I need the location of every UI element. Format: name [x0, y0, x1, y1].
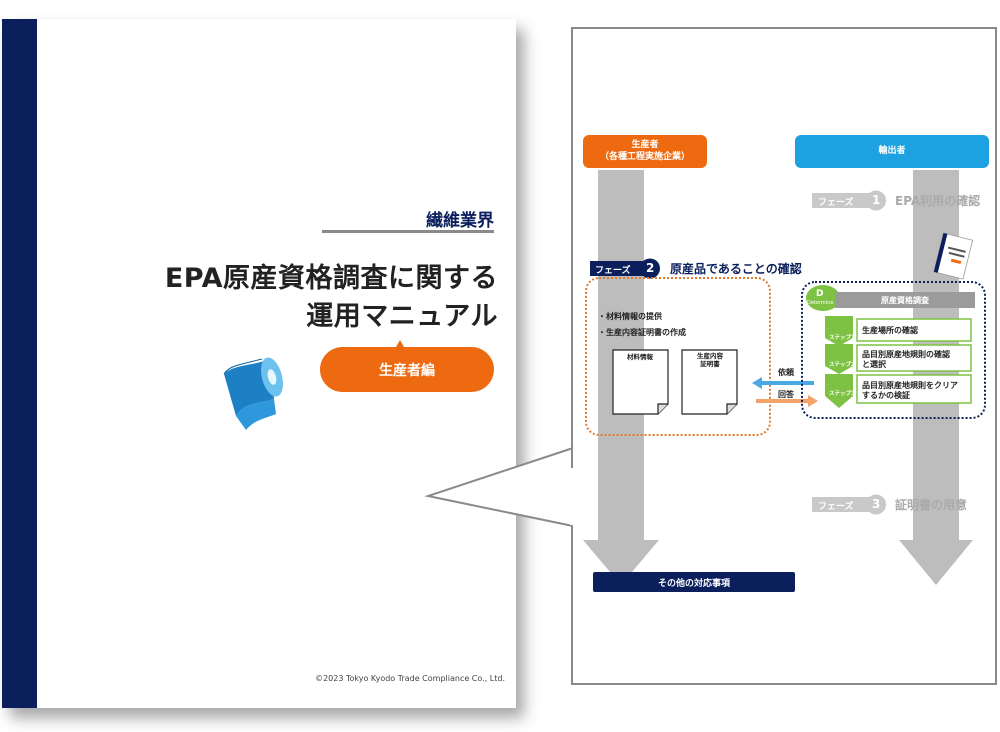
- cover-spine: [2, 19, 37, 708]
- copyright-text: ©2023 Tokyo Kyodo Trade Compliance Co., …: [315, 674, 505, 683]
- other-matters-bar: その他の対応事項: [593, 572, 795, 592]
- answer-label: 回答: [778, 390, 794, 399]
- step3-line2: するかの検証: [862, 391, 910, 401]
- step1-line1: 生産場所の確認: [862, 326, 918, 335]
- origin-survey-box: [801, 281, 986, 419]
- phase1-title: EPA利用の確認: [895, 194, 981, 208]
- step3-tag: ステップ3: [829, 391, 855, 397]
- phase1-tag: [812, 190, 886, 211]
- step1-text: 生産場所の確認: [862, 326, 918, 336]
- task-material-info: ・材料情報の提供: [598, 312, 662, 321]
- fabric-roll-icon: [223, 357, 283, 430]
- cover-title-line1: EPA原産資格調査に関する: [164, 263, 498, 294]
- exporter-header: 輸出者: [795, 135, 989, 168]
- determine-word: Determine: [807, 300, 834, 306]
- phase3-tag: [812, 494, 886, 515]
- callout-pointer: [424, 446, 574, 528]
- edition-badge: 生産者編: [320, 347, 494, 392]
- step2-line1: 品目別原産地規則の確認: [862, 350, 950, 359]
- phase2-number: 2: [646, 261, 655, 275]
- industry-underline: [322, 230, 494, 233]
- determine-badge: [806, 285, 840, 311]
- phase2-tag: [590, 258, 660, 279]
- origin-survey-title: 原産資格調査: [835, 292, 975, 308]
- cover-title-line2: 運用マニュアル: [306, 301, 498, 332]
- doc-material-info: 材料情報: [627, 353, 653, 361]
- doc-production-certificate-line2: 証明書: [700, 360, 720, 369]
- step2-line2: と選択: [862, 360, 886, 370]
- document-icons: [612, 349, 738, 415]
- phase1-word: フェーズ: [818, 198, 854, 208]
- phase1-number: 1: [872, 193, 881, 207]
- phase2-word: フェーズ: [595, 266, 631, 276]
- step3-line1: 品目別原産地規則をクリア: [862, 381, 958, 390]
- phase2-title: 原産品であることの確認: [670, 262, 802, 276]
- phase3-title: 証明書の用意: [895, 498, 968, 512]
- producer-header-subtitle: （各種工程実施企業）: [599, 151, 690, 162]
- determine-letter: D: [816, 289, 824, 299]
- task-certificate: ・生産内容証明書の作成: [598, 328, 686, 337]
- producer-header-title: 生産者: [631, 139, 659, 150]
- request-label: 依頼: [778, 368, 794, 377]
- step3-text: 品目別原産地規則をクリア するかの検証: [862, 381, 958, 402]
- producer-header: 生産者 （各種工程実施企業）: [583, 135, 707, 168]
- step1-tag: ステップ1: [829, 335, 855, 341]
- doc-production-certificate-line1: 生産内容: [697, 352, 723, 360]
- step-chevrons: [825, 316, 972, 408]
- manual-thumbnail-icon: [933, 232, 974, 280]
- step2-tag: ステップ2: [829, 362, 855, 368]
- step2-text: 品目別原産地規則の確認 と選択: [862, 350, 950, 371]
- request-answer-arrows: [752, 377, 818, 407]
- doc-production-certificate: 生産内容 証明書: [683, 352, 737, 369]
- producer-task-box: [585, 277, 771, 436]
- phase3-word: フェーズ: [818, 502, 854, 512]
- callout-join: [570, 468, 576, 525]
- phase3-number: 3: [872, 497, 881, 511]
- industry-label: 繊維業界: [426, 211, 494, 231]
